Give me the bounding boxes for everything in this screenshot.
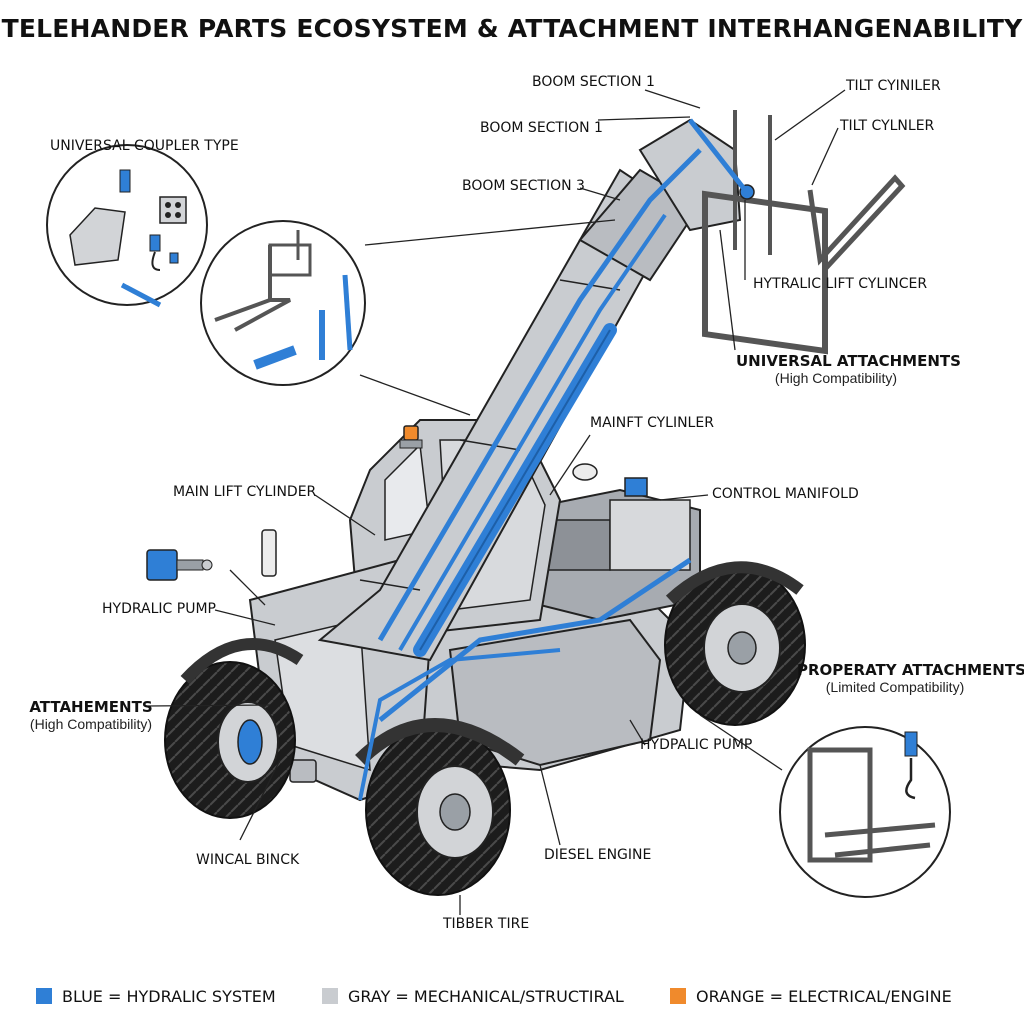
group-subtitle: (High Compatibility) <box>774 370 898 386</box>
universal-inset <box>200 220 366 386</box>
group-title: PROPERATY ATTACHMENTS <box>797 661 1024 679</box>
swatch-orange <box>670 988 686 1004</box>
beacon-light <box>403 425 419 441</box>
hydraulic-line-chassis <box>378 557 692 722</box>
radiator <box>609 499 691 571</box>
boom-head <box>638 118 742 232</box>
fender-rear-right <box>665 561 804 605</box>
tilt-cylinder <box>688 118 747 192</box>
loose-parts <box>146 549 213 581</box>
boom <box>317 118 742 801</box>
fender-front-left <box>180 638 304 685</box>
label-tilt-cylinder-1: TILT CYINILER <box>846 78 941 94</box>
group-universal-attachments: UNIVERSAL ATTACHMENTS (High Compatibilit… <box>736 352 961 386</box>
hydraulic-pump-part <box>146 549 178 581</box>
group-attachments: ATTAHEMENTS (High Compatibility) <box>26 698 156 732</box>
air-filter <box>572 463 598 481</box>
label-boom-section-3: BOOM SECTION 3 <box>462 178 585 194</box>
leader-lines <box>147 89 846 915</box>
group-subtitle: (Limited Compatibility) <box>825 679 965 695</box>
label-hydraulic-lift-cylinder: HYTRALIC LIFT CYLINCER <box>753 276 928 292</box>
label-hydraulic-pump-right: HYDPALIC PUMP <box>640 737 753 753</box>
hub-front-left <box>237 719 263 765</box>
label-mainft-cylinder: MAINFT CYLINLER <box>590 415 714 431</box>
fork-carriage <box>688 110 906 355</box>
label-rubber-tire: TIBBER TIRE <box>443 916 530 932</box>
group-title: UNIVERSAL ATTACHMENTS <box>736 352 961 370</box>
label-control-manifold: CONTROL MANIFOLD <box>712 486 859 502</box>
group-proprietary-attachments: PROPERATY ATTACHMENTS (Limited Compatibi… <box>797 661 1024 695</box>
beacon-base <box>399 439 423 449</box>
label-winch-block: WINCAL BINCK <box>196 852 300 868</box>
label-boom-section-1-top: BOOM SECTION 1 <box>532 74 655 90</box>
label-main-lift-cylinder: MAIN LIFT CYLINDER <box>173 484 317 500</box>
carriage-frame <box>702 190 828 355</box>
fork-tine <box>807 174 906 270</box>
proprietary-inset <box>779 726 951 898</box>
group-title: ATTAHEMENTS <box>29 698 153 716</box>
tow-hitch <box>289 759 317 783</box>
legend-text: ORANGE = ELECTRICAL/ENGINE <box>696 986 952 1006</box>
swatch-blue <box>36 988 52 1004</box>
coupler-inset <box>46 144 208 308</box>
label-diesel-engine: DIESEL ENGINE <box>544 847 652 863</box>
legend-engine: ORANGE = ELECTRICAL/ENGINE <box>670 984 952 1008</box>
mirror <box>261 529 277 577</box>
fender-front-right <box>355 718 525 766</box>
hydraulic-line-boom <box>377 148 702 642</box>
control-manifold-block <box>624 477 648 497</box>
swatch-gray <box>322 988 338 1004</box>
label-universal-coupler: UNIVERSAL COUPLER TYPE <box>50 138 239 154</box>
group-subtitle: (High Compatibility) <box>29 716 153 732</box>
label-boom-section-1: BOOM SECTION 1 <box>480 120 603 136</box>
tires <box>164 561 806 896</box>
page-title: TELEHANDER PARTS ECOSYSTEM & ATTACHMENT … <box>1 14 1023 43</box>
label-tilt-cylinder-2: TILT CYLNLER <box>840 118 935 134</box>
legend-text: BLUE = HYDRALIC SYSTEM <box>62 986 276 1006</box>
label-hydraulic-pump-left: HYDRALIC PUMP <box>102 601 216 617</box>
legend-hydraulic: BLUE = HYDRALIC SYSTEM <box>36 984 276 1008</box>
legend-text: GRAY = MECHANICAL/STRUCTIRAL <box>348 986 624 1006</box>
legend-mechanical: GRAY = MECHANICAL/STRUCTIRAL <box>322 984 624 1008</box>
